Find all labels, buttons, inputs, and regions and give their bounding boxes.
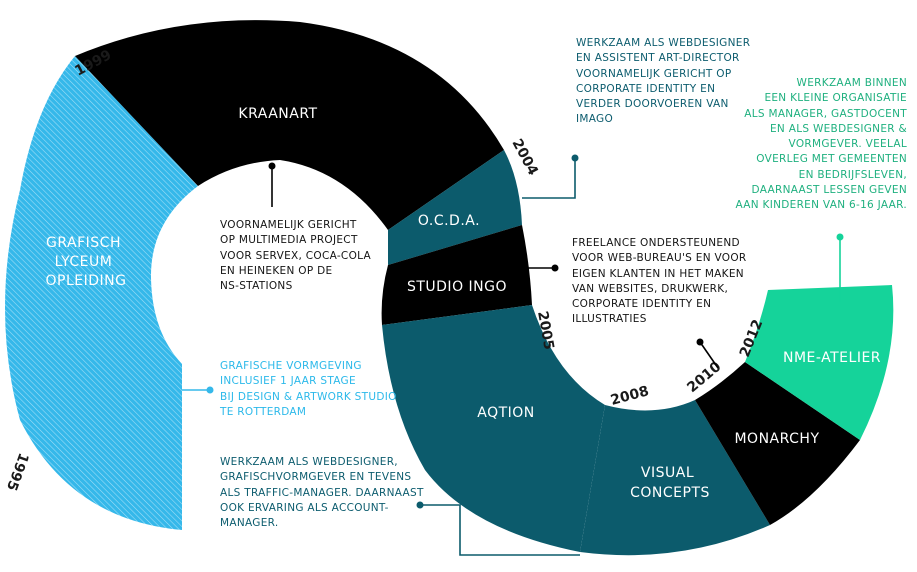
segment-visual-concepts	[580, 400, 770, 556]
segment-aqtion	[382, 305, 605, 552]
connector-dot-studio-ingo	[551, 264, 559, 272]
segment-kraanart	[75, 20, 504, 230]
note-studio-ingo: FREELANCE ONDERSTEUNEND VOOR WEB-BUREAU'…	[572, 237, 747, 326]
connector-ocda	[522, 158, 576, 199]
segment-label-kraanart: KRAANART	[238, 106, 317, 122]
note-ocda: WERKZAAM ALS WEBDESIGNER EN ASSISTENT AR…	[576, 37, 751, 126]
connector-dot-nme	[836, 233, 844, 241]
connector-dot-grafisch	[206, 386, 214, 394]
segment-label-visual-concepts: VISUAL CONCEPTS	[630, 465, 710, 501]
segment-nme-atelier	[745, 285, 894, 440]
segment-ocda	[388, 150, 522, 265]
segment-label-nme-atelier: NME-ATELIER	[783, 350, 881, 366]
segment-grafisch-lyceum	[5, 56, 198, 530]
segment-studio-ingo	[381, 225, 532, 325]
year-1995: 1995	[3, 451, 31, 493]
year-2008: 2008	[609, 383, 651, 409]
segment-label-studio-ingo: STUDIO INGO	[407, 279, 507, 295]
connector-aqtion	[420, 504, 580, 556]
note-nme: WERKZAAM BINNEN EEN KLEINE ORGANISATIE A…	[735, 77, 907, 212]
segment-label-monarchy: MONARCHY	[734, 431, 819, 447]
note-aqtion: WERKZAAM ALS WEBDESIGNER, GRAFISCHVORMGE…	[220, 456, 424, 530]
year-2004: 2004	[508, 136, 541, 178]
connector-dot-aqtion	[416, 501, 424, 509]
note-grafisch: GRAFISCHE VORMGEVING INCLUSIEF 1 JAAR ST…	[220, 360, 397, 418]
segment-monarchy	[695, 362, 860, 525]
year-2005: 2005	[534, 310, 557, 351]
connector-2010	[699, 341, 719, 369]
segment-label-grafisch: GRAFISCH LYCEUM OPLEIDING	[46, 235, 127, 289]
connector-dot-ocda	[571, 154, 579, 162]
segment-label-aqtion: AQTION	[477, 405, 535, 421]
connector-dot-kraanart	[268, 162, 276, 170]
connector-dot-2010	[696, 338, 704, 346]
segment-label-ocda: O.C.D.A.	[418, 213, 480, 229]
note-kraanart: VOORNAMELIJK GERICHT OP MULTIMEDIA PROJE…	[220, 219, 372, 293]
